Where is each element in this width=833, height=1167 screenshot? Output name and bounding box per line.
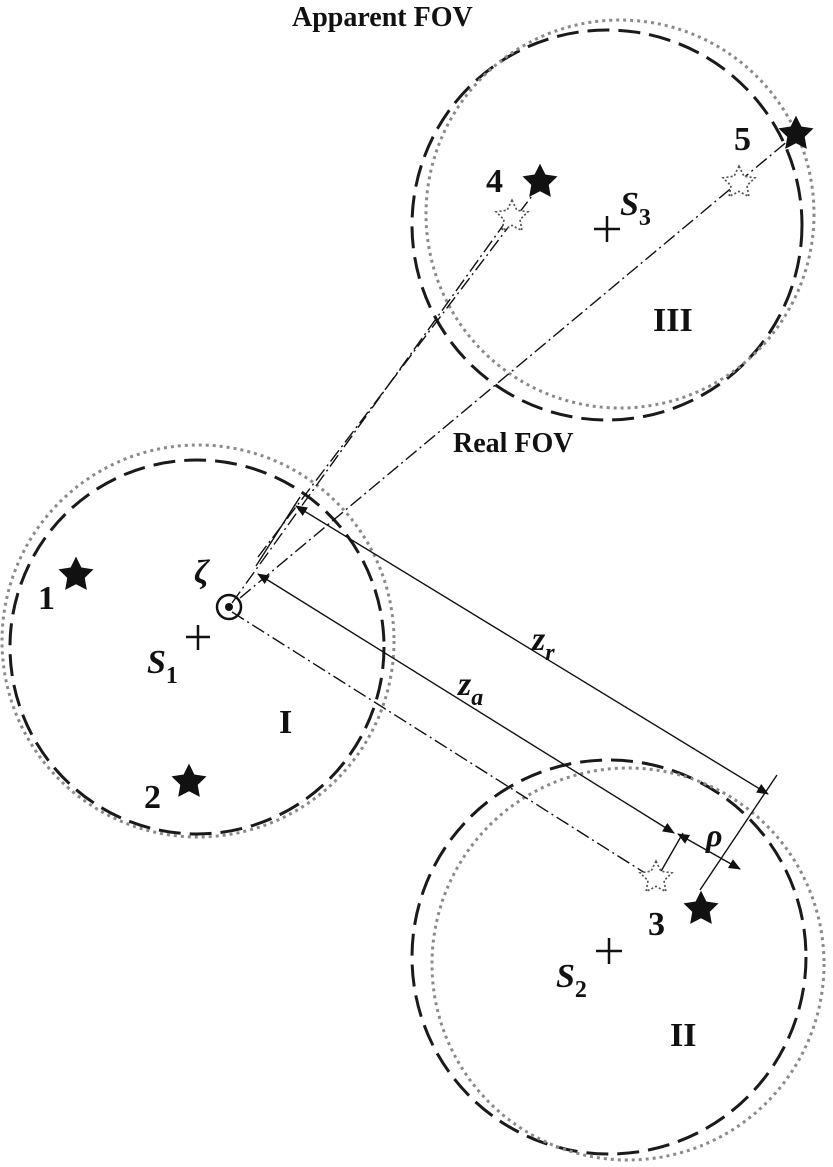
star-2-filled-star-icon — [171, 763, 207, 797]
region-3-fov — [410, 18, 816, 422]
region-1-label: I — [279, 704, 292, 741]
projection-line-star-5 — [239, 134, 796, 599]
region-2-real-fov-circle — [410, 758, 808, 1156]
star-1-filled-star-icon — [58, 556, 94, 590]
star-4-label: 4 — [486, 163, 503, 200]
s2-label: S2 — [556, 958, 587, 1003]
s2-cross-icon — [596, 938, 622, 964]
s1-cross-icon — [186, 625, 210, 650]
projection-line-star-4-true — [257, 187, 539, 558]
real-fov-label: Real FOV — [453, 428, 574, 459]
star-5-label: 5 — [734, 121, 751, 158]
s3-label: S3 — [620, 186, 651, 231]
star-3-filled-star-icon — [683, 890, 719, 924]
apparent-fov-label: Apparent FOV — [292, 2, 473, 33]
region-2-apparent-fov-circle — [430, 766, 826, 1162]
z-r-label: zr — [531, 621, 555, 666]
rho-label: ρ — [705, 817, 722, 853]
apparent-stars — [495, 165, 756, 893]
projection-lines — [231, 134, 796, 881]
star-3-label: 3 — [648, 906, 665, 943]
star-1-label: 1 — [38, 580, 55, 617]
projection-line-star-4-apparent — [231, 212, 513, 604]
region-2-fov — [410, 758, 826, 1162]
region-3-real-fov-circle — [410, 28, 804, 422]
star-3-dotted-star-icon — [639, 860, 673, 893]
region-3-label: III — [653, 302, 693, 339]
true-stars — [58, 115, 814, 924]
zeta-label: ζ — [194, 554, 210, 591]
region-3-apparent-fov-circle — [424, 18, 816, 410]
star-5-dotted-star-icon — [722, 165, 756, 198]
projection-line-star-3 — [231, 611, 657, 881]
z-r-extension-start — [255, 496, 301, 567]
center-crosses — [186, 216, 622, 964]
star-2-label: 2 — [144, 779, 161, 816]
star-4-dotted-star-icon — [495, 199, 529, 232]
region-2-label: II — [670, 1017, 696, 1054]
s3-cross-icon — [594, 216, 620, 242]
circled-dot-icon — [215, 593, 243, 621]
z-a-arrow — [257, 573, 675, 834]
s1-label: S1 — [147, 644, 178, 689]
rho-arrow — [677, 833, 741, 870]
star-4-filled-star-icon — [522, 163, 558, 197]
z-a-label: za — [457, 666, 483, 711]
dimension-lines — [255, 496, 778, 891]
